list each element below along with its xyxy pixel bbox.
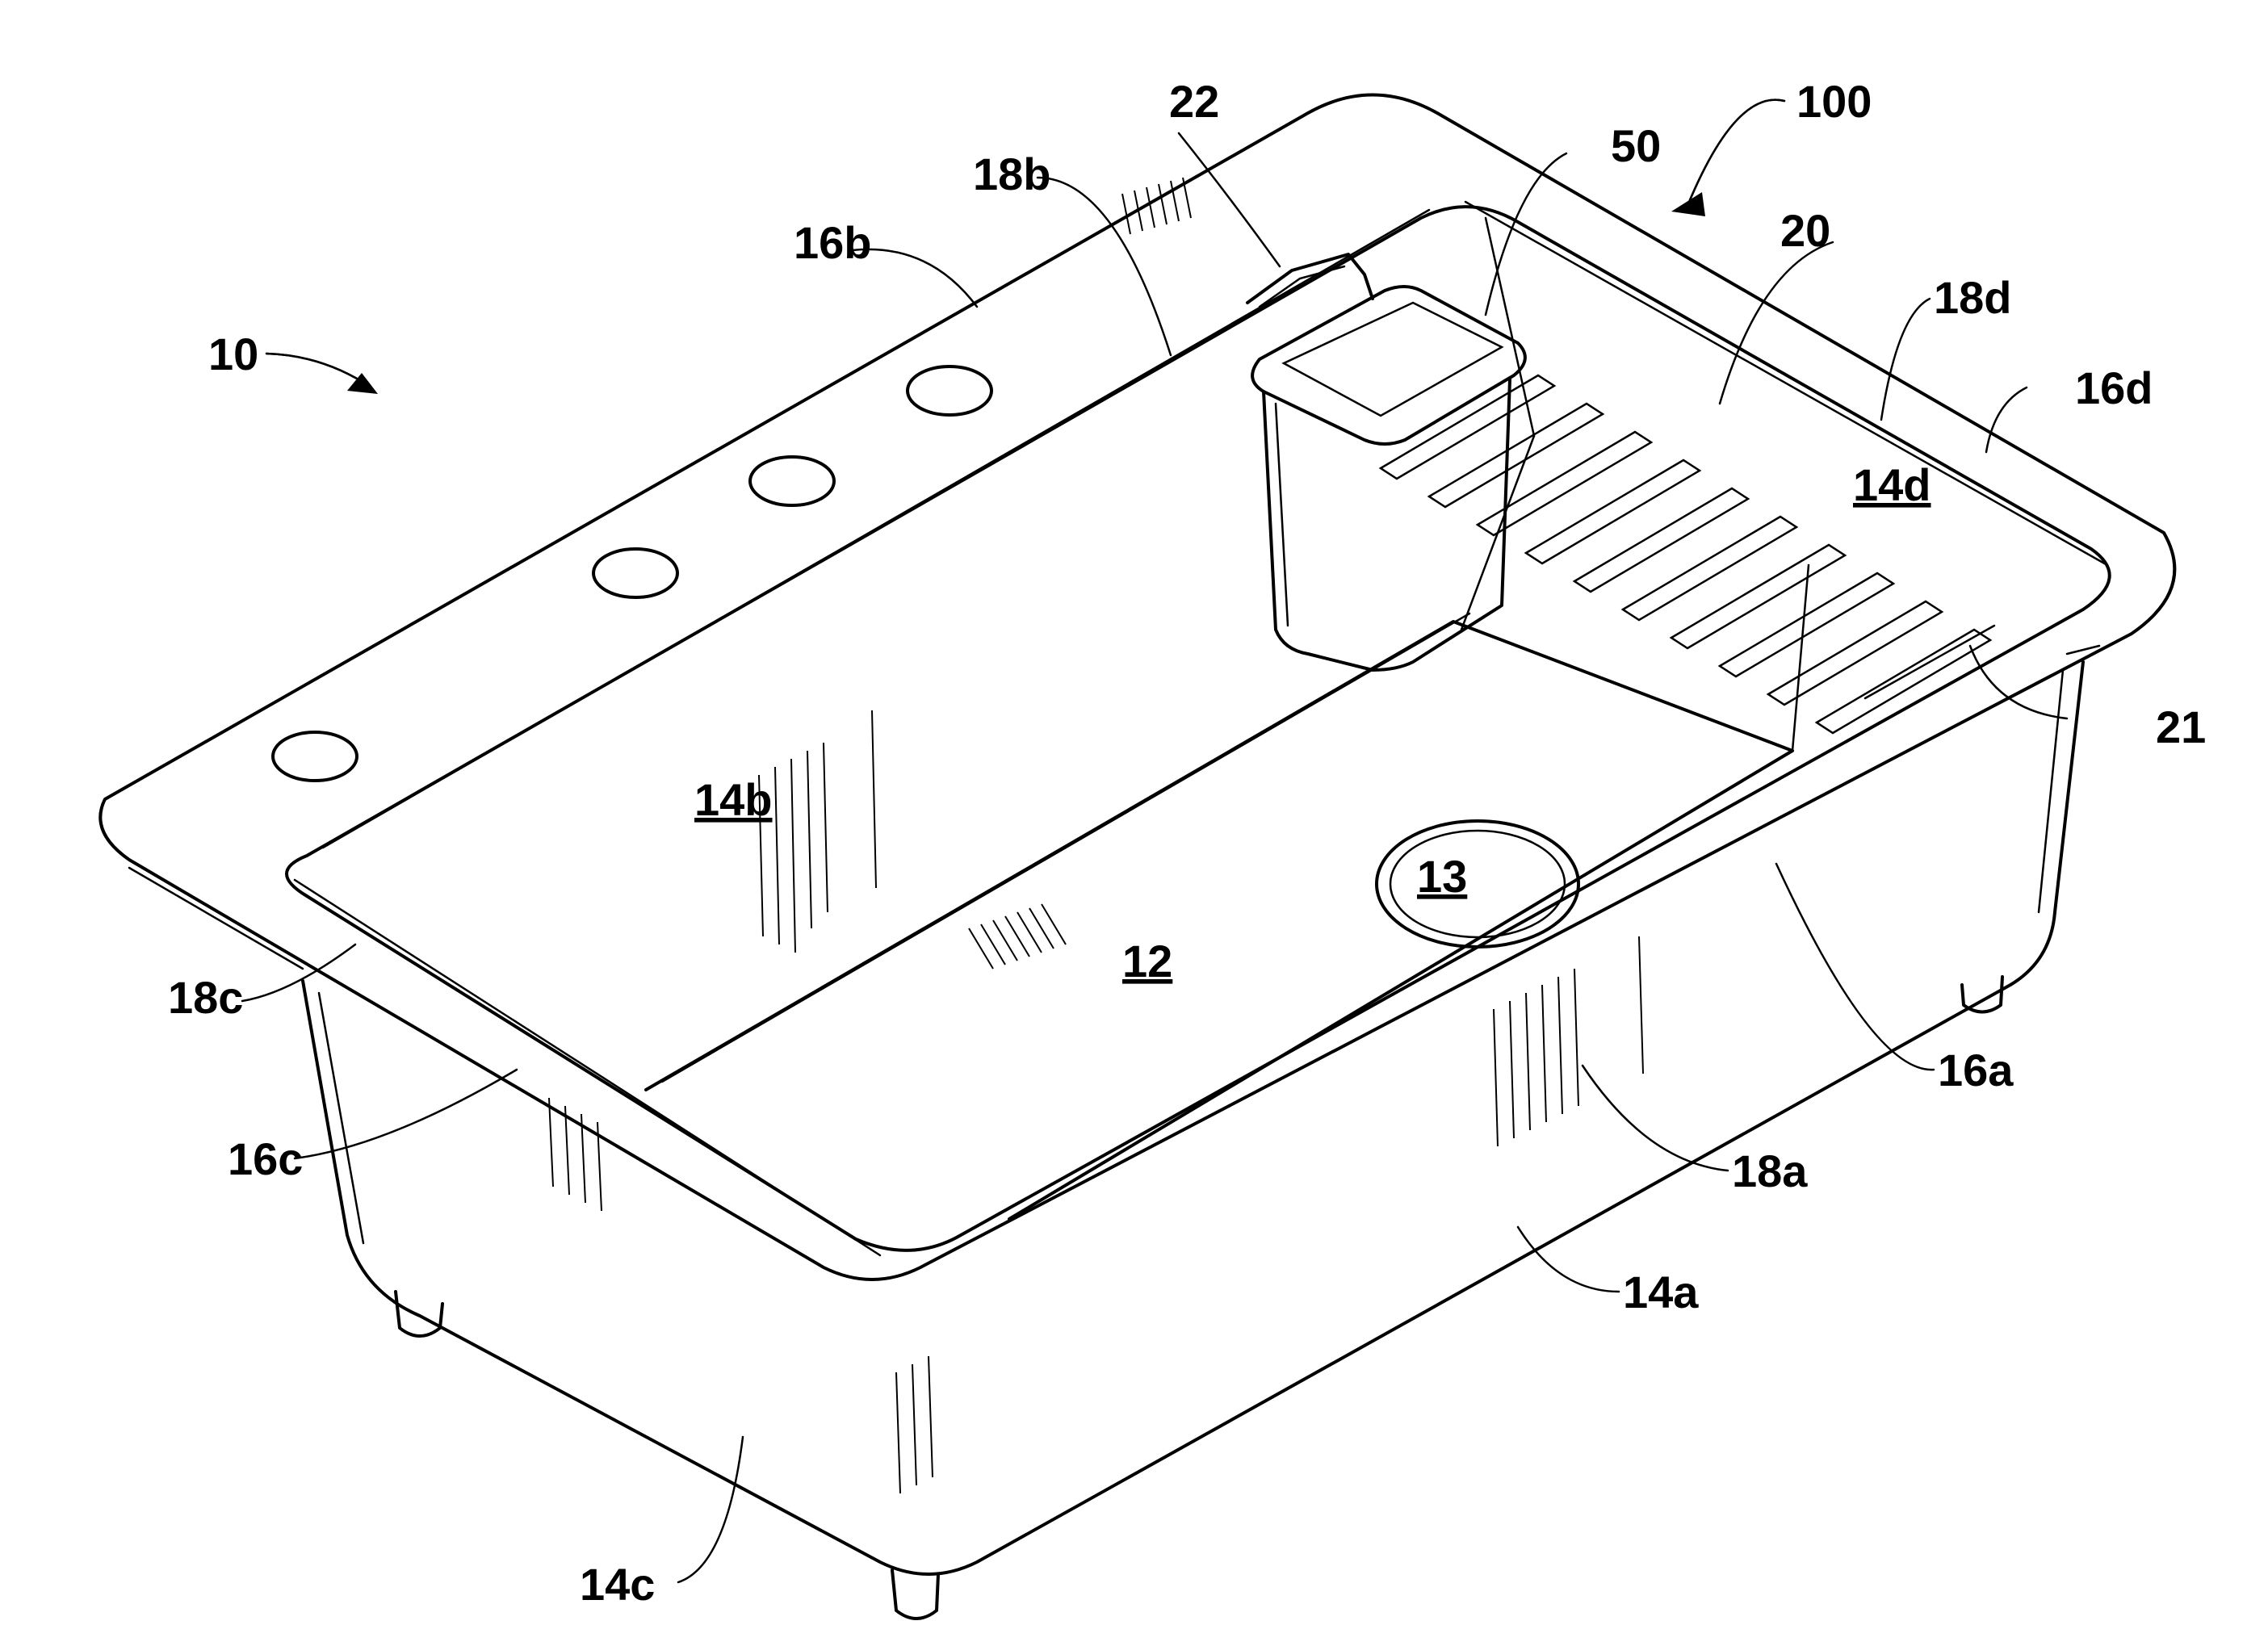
ref-label-12: 12 <box>1122 936 1172 986</box>
ref-label-21: 21 <box>2156 702 2206 752</box>
ref-label-14a: 14a <box>1623 1267 1699 1317</box>
ref-label-14c: 14c <box>580 1559 655 1610</box>
sink-bowl-rim <box>287 202 2110 1255</box>
ref-label-18b: 18b <box>973 149 1051 199</box>
ref-label-18c: 18c <box>168 972 243 1023</box>
ref-label-50: 50 <box>1611 120 1661 171</box>
ref-label-22: 22 <box>1169 76 1219 127</box>
arrow-10 <box>266 354 378 394</box>
basket-strainer <box>1247 254 1525 670</box>
drying-rack <box>1381 375 1994 733</box>
drain-opening <box>1377 821 1578 947</box>
leader-lines <box>242 100 2067 1582</box>
ref-label-14b: 14b <box>694 774 773 825</box>
shading-hatches <box>549 178 1643 1493</box>
ref-label-16b: 16b <box>794 217 872 268</box>
ref-label-18d: 18d <box>1934 272 2012 323</box>
ref-label-20: 20 <box>1780 205 1830 256</box>
sink-bowl-body <box>303 662 2083 1619</box>
ref-label-100: 100 <box>1796 76 1872 127</box>
ref-label-10: 10 <box>208 329 258 379</box>
ref-label-13: 13 <box>1417 851 1467 902</box>
ref-label-18a: 18a <box>1732 1145 1808 1196</box>
ref-label-16d: 16d <box>2075 362 2153 413</box>
ref-label-16a: 16a <box>1938 1045 2014 1095</box>
arrow-100 <box>1671 100 1784 216</box>
ref-label-14d: 14d <box>1853 459 1931 510</box>
sink-deck-outline <box>100 95 2174 1280</box>
ref-label-16c: 16c <box>228 1133 303 1184</box>
sink-bowl-floor <box>646 218 1809 1219</box>
faucet-holes <box>273 366 991 781</box>
